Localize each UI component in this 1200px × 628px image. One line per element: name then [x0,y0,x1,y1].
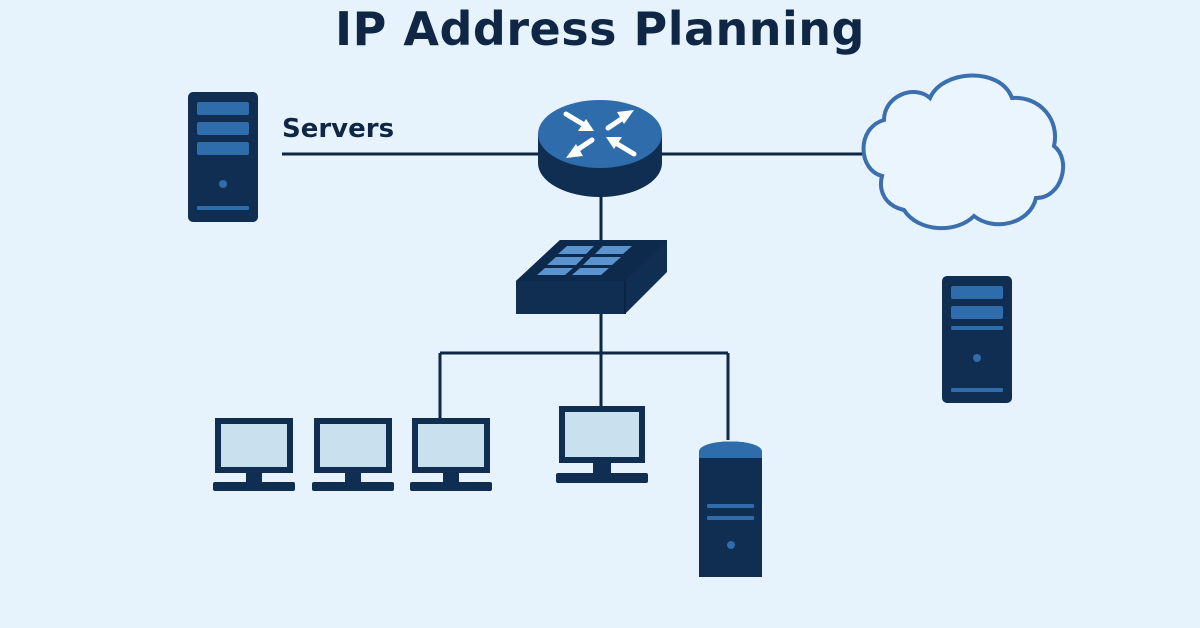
server-icon [188,92,258,222]
server-icon [699,441,762,577]
monitor-icon [312,418,394,491]
monitor-icon [556,406,648,483]
router-icon [538,100,662,197]
connection-lines [282,152,864,440]
diagram-title: IP Address Planning [335,2,865,56]
switch-icon [516,240,667,314]
servers-label: Servers [282,114,394,144]
cloud-icon [861,73,1065,230]
monitor-icon [213,418,295,491]
server-icon [942,276,1012,403]
monitor-icon [410,418,492,491]
